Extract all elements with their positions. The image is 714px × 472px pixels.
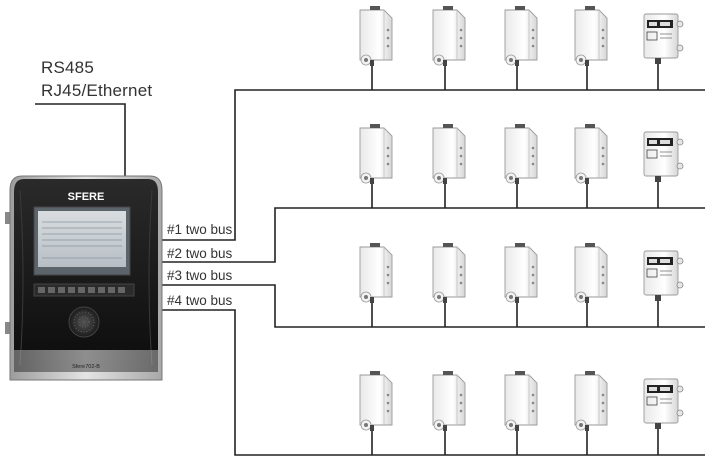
sensor-device [504,6,538,90]
interface-label-rs485: RS485 [41,58,94,77]
sensor-device [504,124,538,208]
sensor-device [432,371,466,455]
sensor-device [359,243,393,327]
sensor-device [432,243,466,327]
display-sensor-device [643,131,684,208]
bus-1-line [160,89,705,241]
display-sensor-device [643,378,684,455]
sensor-device [432,6,466,90]
display-sensor-device [643,13,684,90]
uplink-cable [35,103,126,178]
sensor-device [504,243,538,327]
sensor-device [504,371,538,455]
controller-model: Sfere702-B [72,364,100,370]
sensor-device [432,124,466,208]
bus-label-4: #4 two bus [167,293,233,308]
device-rows [359,6,684,455]
bus-label-1: #1 two bus [167,222,233,237]
sensor-device [574,371,608,455]
bus-label-3: #3 two bus [167,268,233,283]
bus-2-line [160,207,705,263]
sensor-device [574,243,608,327]
bus-3-line [160,284,705,328]
controller-cabinet [5,175,163,381]
display-sensor-device [643,250,684,327]
sensor-device [359,371,393,455]
sensor-device [574,6,608,90]
sensor-device [359,6,393,90]
bus-label-2: #2 two bus [167,246,233,261]
controller-brand: SFERE [68,191,105,203]
bus-4-line [160,309,705,456]
sensor-device [359,124,393,208]
interface-label-rj45: RJ45/Ethernet [41,81,153,100]
sensor-device [574,124,608,208]
speaker-icon [68,306,100,338]
